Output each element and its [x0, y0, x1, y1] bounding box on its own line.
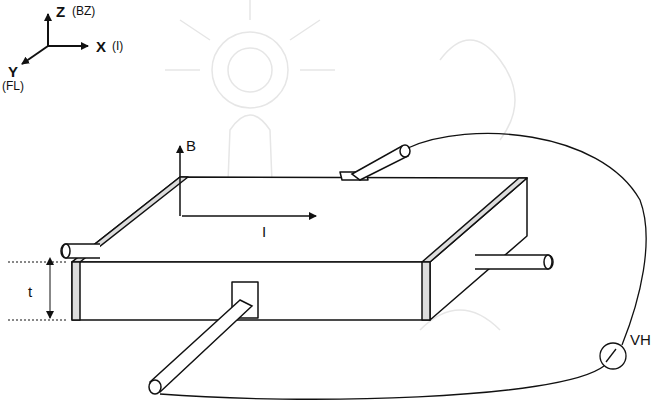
voltmeter-wire-bottom	[160, 366, 604, 399]
left-current-rod	[61, 244, 100, 258]
current-label: I	[262, 224, 266, 239]
front-probe-end	[149, 380, 161, 394]
axis-label: Z	[56, 4, 65, 19]
right-electrode-front	[422, 262, 430, 320]
left-rod-end	[62, 244, 70, 258]
y-axis	[22, 46, 48, 64]
voltmeter-symbol	[600, 343, 626, 369]
right-current-rod	[475, 255, 553, 269]
x-axis	[48, 45, 88, 47]
voltmeter-wire-top	[408, 133, 646, 345]
field-label: B	[186, 138, 196, 153]
current-arrow	[182, 215, 316, 217]
slab-front-face	[72, 262, 430, 320]
left-electrode-front	[72, 262, 80, 320]
thickness-label: t	[28, 284, 32, 299]
b-field-arrow	[179, 146, 181, 216]
right-rod-end	[544, 255, 552, 269]
axis-label: X	[96, 39, 106, 54]
dimension-line-top	[8, 262, 68, 263]
right-electrode	[422, 178, 527, 262]
voltmeter-needle	[606, 349, 616, 362]
axis-quantity: (BZ)	[72, 5, 95, 17]
z-axis	[47, 14, 49, 46]
front-probe-rod	[150, 300, 252, 392]
axis-label: Y	[8, 64, 18, 79]
voltage-label: VH	[630, 332, 651, 347]
dimension-line-bottom	[8, 320, 68, 321]
back-probe-end	[400, 145, 410, 157]
thickness-arrow	[50, 264, 51, 318]
axis-quantity: (I)	[112, 40, 123, 52]
axis-quantity: (FL)	[2, 80, 24, 92]
